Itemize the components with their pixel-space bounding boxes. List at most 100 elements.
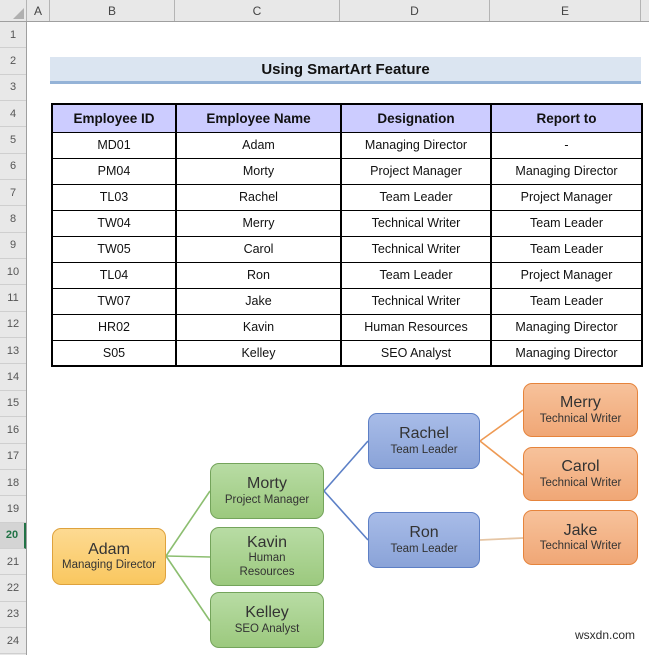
row-header-3[interactable]: 3 <box>0 75 26 102</box>
table-cell[interactable]: Managing Director <box>490 313 643 341</box>
row-header-8[interactable]: 8 <box>0 206 26 233</box>
org-node-name: Merry <box>560 394 601 412</box>
row-header-12[interactable]: 12 <box>0 312 26 339</box>
watermark: wsxdn.com <box>575 628 636 642</box>
table-cell[interactable]: Merry <box>175 209 342 237</box>
column-header-d[interactable]: D <box>340 0 490 21</box>
table-cell[interactable]: Adam <box>175 131 342 159</box>
org-node-ron[interactable]: Ron Team Leader <box>368 512 480 568</box>
row-header-1[interactable]: 1 <box>0 22 26 49</box>
table-cell[interactable]: Morty <box>175 157 342 185</box>
sheet-title-cell[interactable]: Using SmartArt Feature <box>50 57 641 84</box>
table-cell[interactable]: Team Leader <box>490 209 643 237</box>
table-cell[interactable]: Kavin <box>175 313 342 341</box>
table-cell[interactable]: S05 <box>51 339 177 367</box>
org-node-role: Managing Director <box>62 559 156 572</box>
table-cell[interactable]: SEO Analyst <box>340 339 492 367</box>
select-all-button[interactable] <box>0 0 27 21</box>
column-header-e[interactable]: E <box>490 0 641 21</box>
table-header-cell[interactable]: Employee ID <box>51 103 177 133</box>
row-header-7[interactable]: 7 <box>0 180 26 207</box>
column-header-a[interactable]: A <box>27 0 50 21</box>
row-header-22[interactable]: 22 <box>0 575 26 602</box>
table-header-cell[interactable]: Designation <box>340 103 492 133</box>
org-node-name: Adam <box>88 540 130 558</box>
table-cell[interactable]: Jake <box>175 287 342 315</box>
table-cell[interactable]: Kelley <box>175 339 342 367</box>
row-header-15[interactable]: 15 <box>0 391 26 418</box>
row-header-18[interactable]: 18 <box>0 470 26 497</box>
table-cell[interactable]: Human Resources <box>340 313 492 341</box>
table-cell[interactable]: Managing Director <box>490 157 643 185</box>
table-cell[interactable]: MD01 <box>51 131 177 159</box>
org-node-role: SEO Analyst <box>234 622 300 635</box>
org-node-morty[interactable]: Morty Project Manager <box>210 463 324 519</box>
table-cell[interactable]: Technical Writer <box>340 235 492 263</box>
table-cell[interactable]: Ron <box>175 261 342 289</box>
row-header-9[interactable]: 9 <box>0 233 26 260</box>
row-header-20[interactable]: 20 <box>0 522 26 549</box>
org-node-role: Technical Writer <box>539 476 622 489</box>
row-header-2[interactable]: 2 <box>0 48 26 75</box>
row-header-5[interactable]: 5 <box>0 127 26 154</box>
org-node-carol[interactable]: Carol Technical Writer <box>523 447 638 501</box>
row-header-23[interactable]: 23 <box>0 602 26 628</box>
table-cell[interactable]: Team Leader <box>490 235 643 263</box>
table-cell[interactable]: Project Manager <box>490 261 643 289</box>
table-header-cell[interactable]: Employee Name <box>175 103 342 133</box>
table-cell[interactable]: TL04 <box>51 261 177 289</box>
org-node-jake[interactable]: Jake Technical Writer <box>523 510 638 565</box>
table-cell[interactable]: Technical Writer <box>340 209 492 237</box>
table-cell[interactable]: - <box>490 131 643 159</box>
org-node-kelley[interactable]: Kelley SEO Analyst <box>210 592 324 648</box>
select-all-icon <box>13 8 24 19</box>
table-cell[interactable]: TL03 <box>51 183 177 211</box>
table-cell[interactable]: Rachel <box>175 183 342 211</box>
table-cell[interactable]: TW05 <box>51 235 177 263</box>
column-header-c[interactable]: C <box>175 0 340 21</box>
table-cell[interactable]: PM04 <box>51 157 177 185</box>
row-header-24[interactable]: 24 <box>0 628 26 655</box>
row-header-14[interactable]: 14 <box>0 364 26 391</box>
row-header-16[interactable]: 16 <box>0 417 26 444</box>
table-cell[interactable]: HR02 <box>51 313 177 341</box>
table-cell[interactable]: Project Manager <box>490 183 643 211</box>
table-cell[interactable]: Technical Writer <box>340 287 492 315</box>
table-header-cell[interactable]: Report to <box>490 103 643 133</box>
org-node-merry[interactable]: Merry Technical Writer <box>523 383 638 437</box>
org-node-kavin[interactable]: Kavin Human Resources <box>210 527 324 586</box>
table-cell[interactable]: Project Manager <box>340 157 492 185</box>
row-header-19[interactable]: 19 <box>0 496 26 523</box>
table-cell[interactable]: TW07 <box>51 287 177 315</box>
table-cell[interactable]: Managing Director <box>490 339 643 367</box>
row-header-21[interactable]: 21 <box>0 549 26 576</box>
row-header-17[interactable]: 17 <box>0 444 26 470</box>
row-header-6[interactable]: 6 <box>0 154 26 181</box>
table-cell[interactable]: Managing Director <box>340 131 492 159</box>
org-node-name: Rachel <box>399 425 449 443</box>
row-header-11[interactable]: 11 <box>0 285 26 312</box>
org-node-role: Technical Writer <box>539 412 622 425</box>
column-header-b[interactable]: B <box>50 0 175 21</box>
row-header-4[interactable]: 4 <box>0 101 26 128</box>
table-cell[interactable]: Team Leader <box>340 183 492 211</box>
org-node-name: Kavin <box>246 534 288 552</box>
table-cell[interactable]: Carol <box>175 235 342 263</box>
table-cell[interactable]: TW04 <box>51 209 177 237</box>
org-node-rachel[interactable]: Rachel Team Leader <box>368 413 480 469</box>
org-node-role: Project Manager <box>224 493 310 506</box>
row-header-10[interactable]: 10 <box>0 259 26 286</box>
org-node-name: Ron <box>409 524 439 542</box>
table-cell[interactable]: Team Leader <box>490 287 643 315</box>
row-header-13[interactable]: 13 <box>0 338 26 365</box>
table-cell[interactable]: Team Leader <box>340 261 492 289</box>
org-node-adam[interactable]: Adam Managing Director <box>52 528 166 585</box>
